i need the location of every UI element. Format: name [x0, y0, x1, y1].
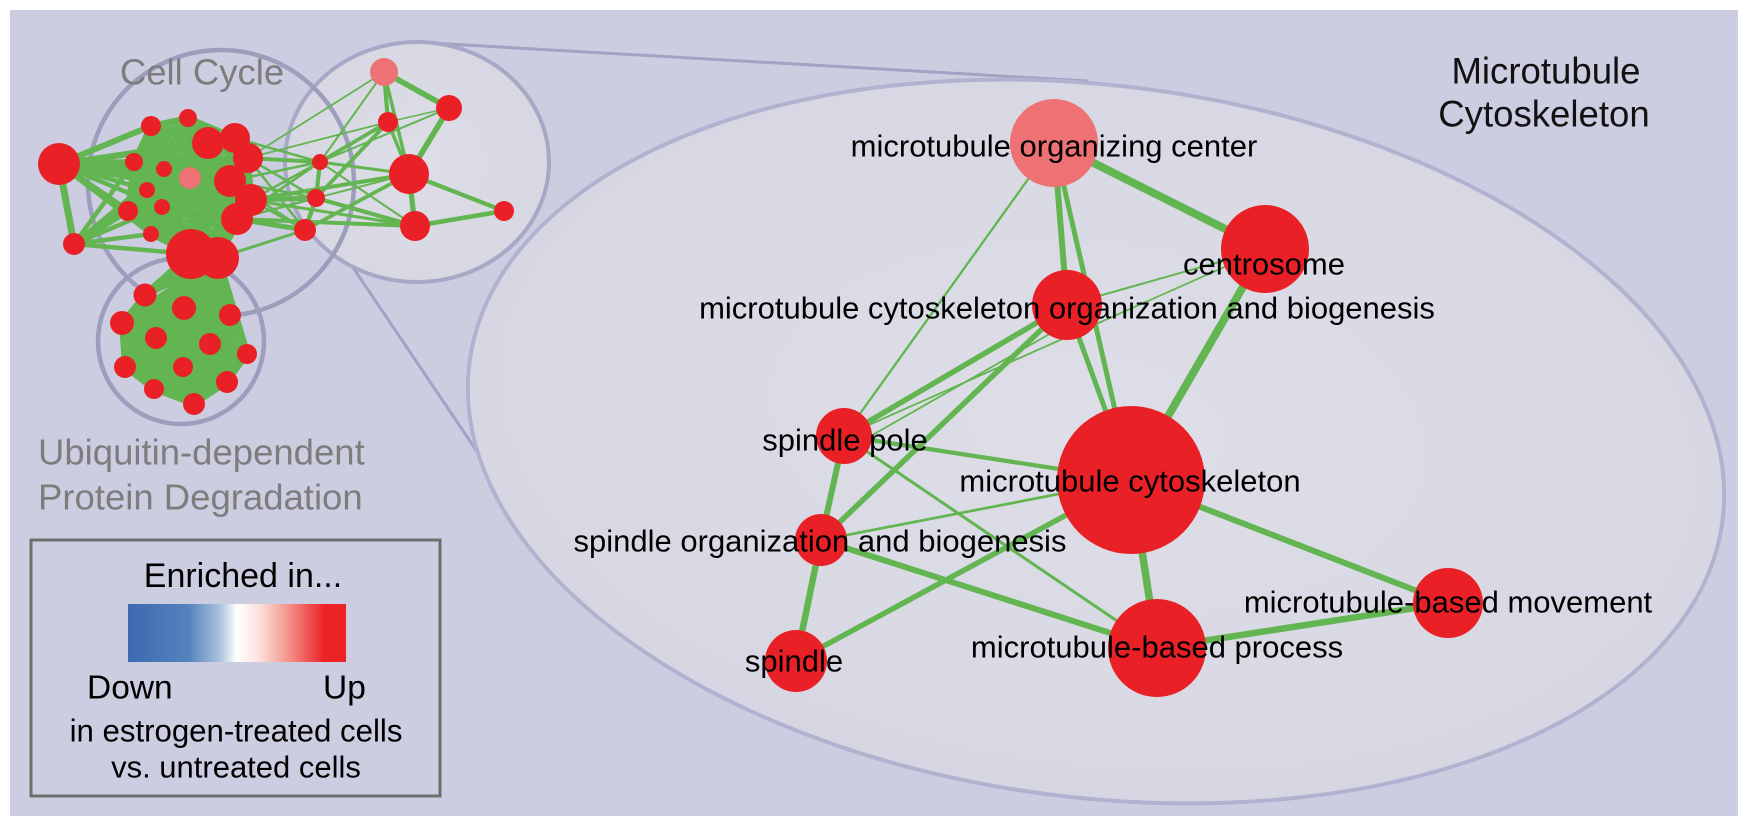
svg-text:spindle pole: spindle pole: [762, 423, 927, 458]
svg-text:Cytoskeleton: Cytoskeleton: [1438, 94, 1649, 135]
svg-text:centrosome: centrosome: [1183, 247, 1345, 282]
svg-text:Up: Up: [323, 670, 366, 707]
svg-text:microtubule cytoskeleton: microtubule cytoskeleton: [959, 464, 1300, 499]
svg-text:Ubiquitin-dependent: Ubiquitin-dependent: [38, 432, 365, 473]
svg-text:Enriched in...: Enriched in...: [144, 557, 342, 595]
svg-text:Cell Cycle: Cell Cycle: [120, 52, 284, 93]
svg-text:Down: Down: [87, 670, 173, 707]
svg-text:spindle: spindle: [745, 644, 843, 679]
svg-text:vs. untreated cells: vs. untreated cells: [111, 750, 361, 785]
svg-text:microtubule organizing center: microtubule organizing center: [851, 129, 1258, 164]
svg-text:in estrogen-treated cells: in estrogen-treated cells: [70, 714, 403, 749]
svg-text:Protein Degradation: Protein Degradation: [38, 477, 363, 518]
svg-text:microtubule-based movement: microtubule-based movement: [1244, 585, 1653, 620]
svg-text:spindle organization and bioge: spindle organization and biogenesis: [574, 524, 1067, 559]
svg-text:Microtubule: Microtubule: [1451, 51, 1640, 92]
svg-text:microtubule-based process: microtubule-based process: [971, 630, 1343, 665]
svg-text:microtubule cytoskeleton organ: microtubule cytoskeleton organization an…: [699, 291, 1435, 326]
